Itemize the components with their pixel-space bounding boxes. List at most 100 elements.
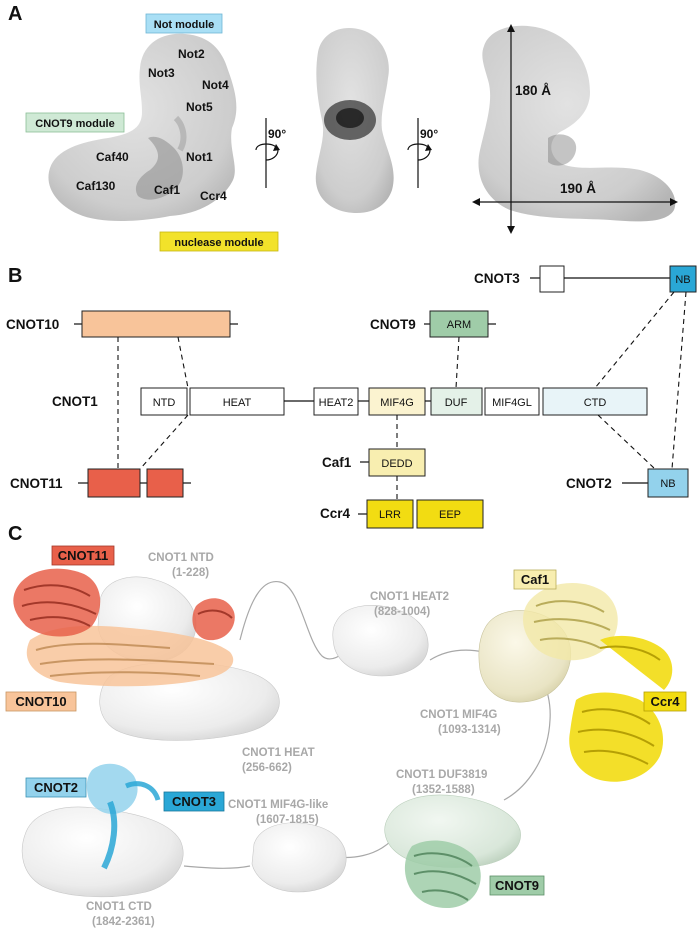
ctd-name-label: CNOT1 CTD: [86, 901, 152, 913]
cnot1-ctd-surface: [21, 806, 184, 898]
label-caf1: Caf1: [154, 183, 180, 197]
label-not2: Not2: [178, 47, 205, 61]
cnot1-ctd-label: CTD: [584, 397, 607, 409]
label-not3: Not3: [148, 66, 175, 80]
panel-c-letter: C: [8, 523, 22, 545]
em-map-front-view: [48, 33, 237, 221]
cnot11-domain-1: [87, 468, 141, 498]
cnot10-label: CNOT10: [6, 317, 59, 332]
nuclease-module-label: nuclease module: [174, 237, 263, 249]
cnot1-mif4g-label: MIF4G: [380, 397, 414, 409]
nuclease-module-chip: [159, 231, 279, 252]
not-module-label: Not module: [154, 19, 215, 31]
cnot2-label: CNOT2: [566, 476, 612, 491]
cnot1-linker-curve: [183, 580, 551, 869]
cnot2-chip: [25, 777, 87, 798]
cnot1-mif4gl-domain: [484, 387, 540, 416]
caf1-chip-label: Caf1: [521, 572, 549, 587]
ccr4-chip-label: Ccr4: [651, 694, 681, 709]
cnot10-domain: [81, 310, 231, 338]
heat-range-label: (256-662): [242, 762, 292, 774]
height-label: 180 Å: [515, 83, 551, 98]
cnot1-duf-label: DUF: [445, 397, 468, 409]
panel-a-letter: A: [8, 3, 22, 25]
cnot3-label: CNOT3: [474, 271, 520, 286]
heat-name-label: CNOT1 HEAT: [242, 747, 315, 759]
cnot9-chip-label: CNOT9: [495, 878, 539, 893]
rotation-1-label: 90°: [268, 127, 286, 141]
ccr4-label: Ccr4: [320, 506, 351, 521]
cnot11-label: CNOT11: [10, 476, 63, 491]
mif4gl-name-label: CNOT1 MIF4G-like: [228, 799, 328, 811]
em-map-back-view: [478, 25, 676, 222]
not-module-chip: [145, 13, 223, 34]
cnot10-chip-label: CNOT10: [15, 694, 66, 709]
label-ccr4: Ccr4: [200, 189, 227, 203]
cnot1-ctd-domain: [542, 387, 648, 416]
caf1-dedd-label: DEDD: [381, 458, 412, 470]
panel-b-letter: B: [8, 265, 22, 287]
ccr4-chip: [643, 691, 687, 712]
cnot1-mif4gl-label: MIF4GL: [492, 397, 532, 409]
label-not1: Not1: [186, 150, 213, 164]
cnot2-nb-domain: [647, 468, 689, 498]
rotation-2-label: 90°: [420, 127, 438, 141]
width-label: 190 Å: [560, 181, 596, 196]
ntd-name-label: CNOT1 NTD: [148, 552, 214, 564]
caf1-label: Caf1: [322, 455, 352, 470]
heat2-name-label: CNOT1 HEAT2: [370, 591, 449, 603]
label-caf130: Caf130: [76, 179, 116, 193]
ccr4-eep-domain: [416, 499, 484, 529]
cnot11-chip: [51, 545, 115, 566]
label-caf40: Caf40: [96, 150, 129, 164]
cnot3-n-domain: [539, 265, 565, 293]
cnot2-chip-label: CNOT2: [34, 780, 78, 795]
cnot1-label: CNOT1: [52, 394, 98, 409]
cnot1-heat2-label: HEAT2: [319, 397, 354, 409]
rotation-arrow-icon: [407, 118, 432, 188]
cnot9-structure: [404, 840, 481, 909]
ccr4-lrr-domain: [366, 499, 414, 529]
cnot1-heat2-surface: [332, 605, 429, 677]
duf-range-label: (1352-1588): [412, 784, 475, 796]
cnot1-ntd-label: NTD: [153, 397, 176, 409]
cnot11-domain-2: [146, 468, 184, 498]
cnot3-nb-domain: [669, 265, 697, 293]
cnot9-arm-label: ARM: [447, 319, 471, 331]
cnot1-mif4gl-surface: [251, 822, 347, 893]
cnot2-nb-label: NB: [660, 478, 675, 490]
cnot3-chip: [163, 791, 225, 812]
rotation-arrow-icon: [255, 118, 280, 188]
caf1-dedd-domain: [368, 448, 426, 477]
cnot2-cnot3-structure: [86, 763, 161, 870]
cnot9-chip: [489, 875, 545, 896]
label-not4: Not4: [202, 78, 229, 92]
ntd-range-label: (1-228): [172, 567, 209, 579]
duf-name-label: CNOT1 DUF3819: [396, 769, 487, 781]
cnot10-chip: [5, 691, 77, 712]
mif4g-range-label: (1093-1314): [438, 724, 501, 736]
cnot1-heat2-domain: [313, 387, 359, 416]
cnot11-structure: [13, 568, 235, 641]
cnot9-module-label: CNOT9 module: [35, 118, 114, 130]
caf1-chip: [513, 569, 557, 590]
cnot9-module-chip: [25, 112, 125, 133]
cnot1-ntd-domain: [140, 387, 188, 416]
ccr4-lrr-label: LRR: [379, 509, 401, 521]
cnot3-nb-label: NB: [675, 274, 690, 286]
mif4gl-range-label: (1607-1815): [256, 814, 319, 826]
heat2-range-label: (828-1004): [374, 606, 430, 618]
caf1-structure: [523, 582, 618, 661]
label-not5: Not5: [186, 100, 213, 114]
em-map-side-view: [315, 28, 394, 214]
ccr4-structure: [569, 635, 673, 782]
cnot11-chip-label: CNOT11: [58, 548, 109, 563]
ccr4-eep-label: EEP: [439, 509, 461, 521]
cnot3-chip-label: CNOT3: [172, 794, 216, 809]
cnot1-duf-domain: [430, 387, 483, 416]
cnot9-label: CNOT9: [370, 317, 416, 332]
cnot10-structure: [26, 625, 234, 687]
interaction-lines: [117, 291, 687, 500]
ctd-range-label: (1842-2361): [92, 916, 155, 928]
